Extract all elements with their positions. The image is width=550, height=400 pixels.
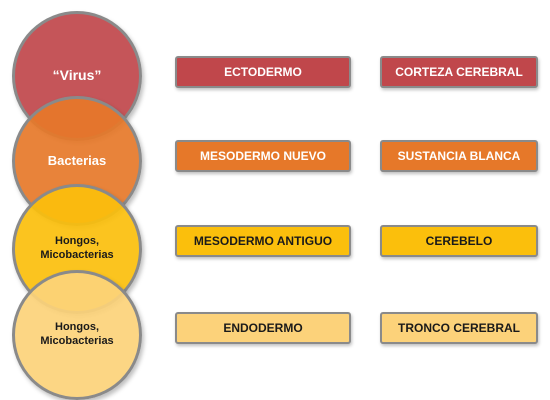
layer-label: ENDODERMO (223, 321, 303, 335)
agent-label-line-2: Micobacterias (40, 249, 114, 261)
region-box-corteza-cerebral: CORTEZA CEREBRAL (380, 56, 538, 88)
region-box-sustancia-blanca: SUSTANCIA BLANCA (380, 140, 538, 172)
layer-box-mesodermo-antiguo: MESODERMO ANTIGUO (175, 225, 351, 257)
region-box-tronco-cerebral: TRONCO CEREBRAL (380, 312, 538, 344)
layer-box-ectodermo: ECTODERMO (175, 56, 351, 88)
region-label: CEREBELO (425, 234, 493, 248)
layer-label: MESODERMO ANTIGUO (193, 234, 333, 248)
layer-box-mesodermo-nuevo: MESODERMO NUEVO (175, 140, 351, 172)
region-box-cerebelo: CEREBELO (380, 225, 538, 257)
layer-label: MESODERMO NUEVO (199, 149, 326, 163)
agent-circle-hongos-2: Hongos, Micobacterias (12, 270, 142, 400)
agent-label-line-2: Micobacterias (40, 335, 114, 347)
agent-label-line-1: Hongos, (55, 235, 99, 248)
region-label: CORTEZA CEREBRAL (395, 65, 523, 79)
agent-label-line-1: Hongos, (55, 321, 99, 334)
region-label: TRONCO CEREBRAL (398, 321, 520, 335)
layer-label: ECTODERMO (224, 65, 302, 79)
layer-box-endodermo: ENDODERMO (175, 312, 351, 344)
agent-label: “Virus” (52, 67, 102, 84)
agent-label: Bacterias (47, 152, 107, 168)
region-label: SUSTANCIA BLANCA (397, 149, 521, 163)
